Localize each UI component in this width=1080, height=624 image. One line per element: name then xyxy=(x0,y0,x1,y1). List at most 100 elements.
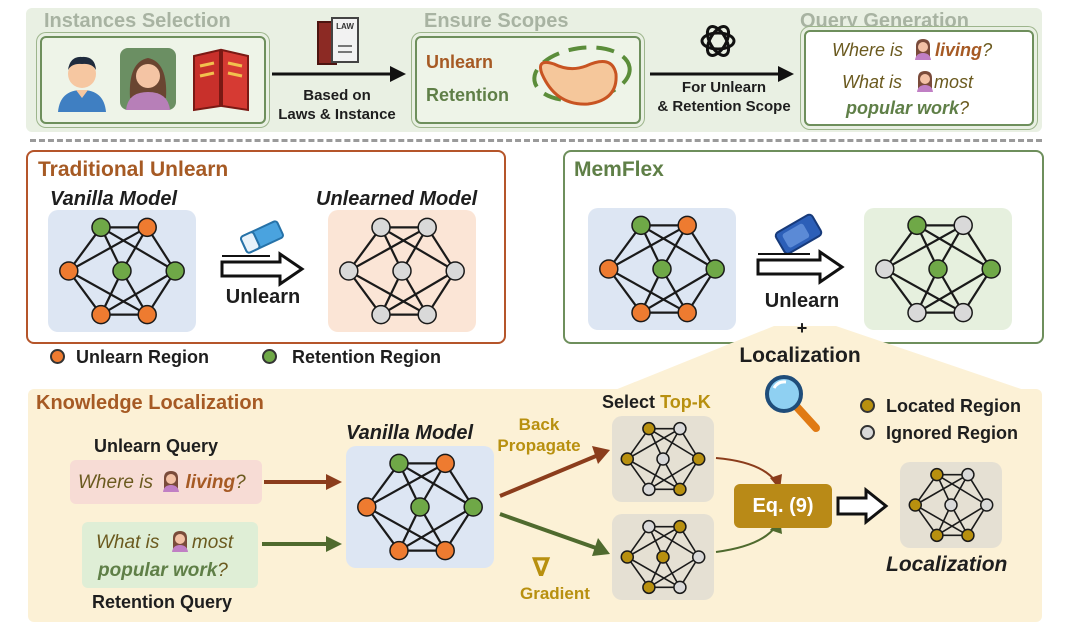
based-on-caption: Based on Laws & Instance xyxy=(272,86,402,124)
network-node xyxy=(631,302,651,323)
network-node xyxy=(445,261,465,281)
network-edge xyxy=(608,224,688,270)
retention-scope-text: & Retention Scope xyxy=(657,98,791,115)
person-icon xyxy=(163,471,179,492)
top-query-2-line1: What is most xyxy=(842,72,973,93)
unlearn-arrow-label: Unlearn xyxy=(225,286,301,308)
scope-region-icon xyxy=(532,45,632,106)
network-edge xyxy=(916,224,992,270)
network-edge xyxy=(366,462,446,508)
network-node xyxy=(371,304,391,325)
network-node xyxy=(642,421,656,436)
network-node xyxy=(410,497,430,517)
network-edge xyxy=(380,226,456,272)
unlearn-arrow xyxy=(220,251,305,287)
network-node xyxy=(979,498,994,512)
plus-sign: + xyxy=(796,318,808,338)
laws-instance-text: Laws & Instance xyxy=(278,106,396,123)
knowledge-localization-title: Knowledge Localization xyxy=(36,392,264,414)
located-region-label: Located Region xyxy=(886,396,1022,416)
network-node xyxy=(673,580,687,595)
network-node xyxy=(389,453,409,474)
unlearn-query-text: Where is living? xyxy=(78,472,246,494)
network-node xyxy=(673,519,687,534)
top-q1-post: living xyxy=(935,40,983,60)
top-q2-end: ? xyxy=(959,98,970,118)
unlearn-region-dot xyxy=(50,349,65,364)
eraser-icon xyxy=(240,220,284,254)
network-node xyxy=(59,261,79,281)
network-node xyxy=(417,304,437,325)
network-node xyxy=(620,452,635,466)
network-edge xyxy=(936,504,988,537)
network-edge xyxy=(916,268,992,314)
network-node xyxy=(981,259,1001,279)
network-node xyxy=(620,550,635,564)
network-node xyxy=(91,304,111,325)
network-node xyxy=(371,217,391,238)
localization-result-label: Localization xyxy=(886,553,1008,576)
network-node xyxy=(642,482,656,497)
network-node xyxy=(389,540,409,561)
select-text: Select xyxy=(602,392,656,412)
network-edge xyxy=(640,224,716,270)
arrow-to-scopes xyxy=(272,66,406,82)
network-edge xyxy=(608,268,688,314)
network-edge xyxy=(68,270,148,316)
network-node xyxy=(907,302,927,323)
kl-q2-end: ? xyxy=(217,560,228,581)
network-node xyxy=(907,215,927,236)
select-topk-label: Select Top-K xyxy=(602,392,711,413)
propagate-text: Propagate xyxy=(497,436,581,455)
network-edge xyxy=(648,556,700,589)
memflex-arrow xyxy=(756,249,845,285)
memflex-unlearn-label: Unlearn xyxy=(764,290,840,312)
network-node xyxy=(112,261,132,281)
network-edge xyxy=(626,427,681,460)
magnifier-icon xyxy=(765,375,820,432)
network-node xyxy=(691,452,706,466)
top-query-1: Where is living? xyxy=(832,40,992,61)
network-node xyxy=(961,467,975,482)
retention-query-line1: What is most xyxy=(96,532,233,554)
network-node xyxy=(656,550,670,564)
network-node xyxy=(673,421,687,436)
network-edge xyxy=(398,506,474,552)
kl-q1-pre: Where is xyxy=(78,472,153,493)
network-node xyxy=(656,452,670,466)
back-text: Back xyxy=(518,415,560,434)
nabla-symbol: ∇ xyxy=(531,552,551,582)
scope-retention-label: Retention xyxy=(426,85,509,105)
vanilla-model-label: Vanilla Model xyxy=(50,188,178,210)
top-q2-pre: What is xyxy=(842,72,903,92)
ensure-scopes-title: Ensure Scopes xyxy=(424,10,569,32)
network-edge xyxy=(348,270,428,316)
network-node xyxy=(673,482,687,497)
ignored-region-label: Ignored Region xyxy=(886,423,1018,443)
retention-region-label: Retention Region xyxy=(292,347,441,367)
network-node xyxy=(137,217,157,238)
network-node xyxy=(463,497,483,517)
network-edge xyxy=(68,226,148,272)
woman-avatar-icon xyxy=(120,48,176,110)
located-region-dot xyxy=(860,398,875,413)
instances-selection-title: Instances Selection xyxy=(44,10,231,32)
network-node xyxy=(599,259,619,279)
network-edge xyxy=(648,427,700,460)
network-node xyxy=(631,215,651,236)
network-node xyxy=(691,550,706,564)
top-q1-pre: Where is xyxy=(832,40,904,60)
network-edge xyxy=(936,473,988,506)
back-propagate-label: Back Propagate xyxy=(494,414,584,456)
topk-text: Top-K xyxy=(660,392,711,412)
network-edge xyxy=(366,506,446,552)
network-node xyxy=(961,528,975,543)
network-node xyxy=(677,302,697,323)
network-edge xyxy=(648,458,700,491)
